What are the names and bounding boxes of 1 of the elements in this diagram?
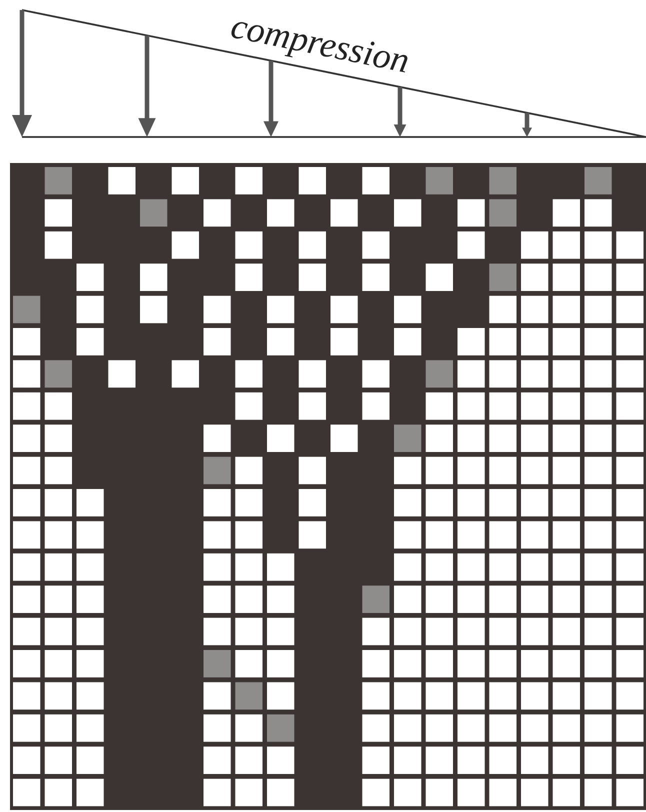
compression-label: compression bbox=[228, 4, 414, 82]
